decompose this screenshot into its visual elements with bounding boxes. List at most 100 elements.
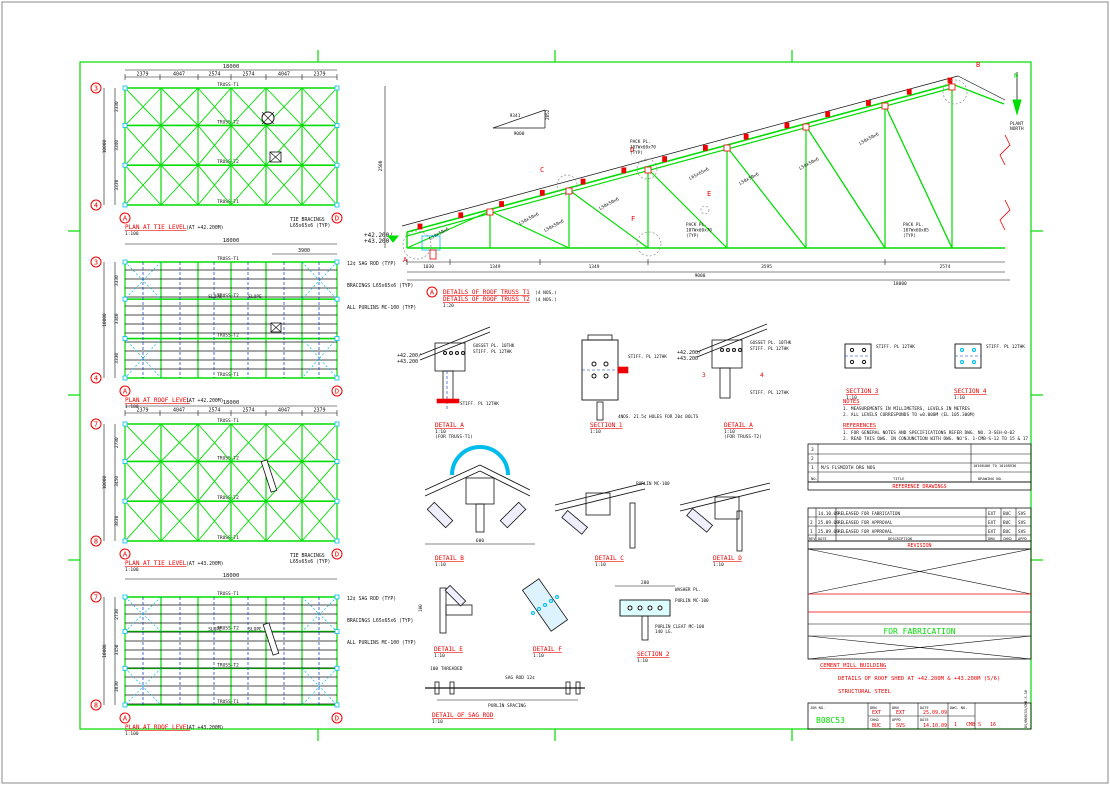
date-label: DATE [920,706,929,710]
dim-row: 3330 [114,353,120,364]
job-label: JOB NO. [810,706,825,710]
bracing [301,668,338,706]
bracing [197,461,232,502]
purlin-cleat [866,100,871,106]
truss-label: TRUSS-T1 [217,591,239,597]
pack-note: (TYP) [630,150,643,156]
bracing [301,125,338,166]
note: PURLIN MC-100 [675,598,709,604]
bracing [301,87,338,126]
purlin-cleat [784,122,790,129]
brace [499,501,527,529]
column-marker [334,665,340,671]
dwg-part: 16 [990,722,996,728]
cross [807,635,1032,660]
elev-label: +43.200 [364,238,390,245]
bracing [124,596,162,632]
ref-item: 1. FOR GENERAL NOTES AND SPECIFICATIONS … [843,430,1015,436]
nut [434,681,440,695]
bracing [124,261,162,300]
dim-row: 3830 [114,515,120,526]
dim-row: 3450 [114,644,120,655]
detail-scale: 1:10 [954,395,965,401]
truss-diagonal [805,125,886,249]
truss-label: TRUSS-T2 [217,626,239,632]
refs-heading: REFERENCES [843,423,876,429]
note: GUSSET PL. 10THK [750,340,792,346]
bracing [160,423,199,462]
dim-total: 18000 [893,281,907,287]
bracing [124,125,162,166]
dim-span: 4047 [173,408,185,414]
column-marker [122,459,128,464]
purlin-cleat [621,167,627,174]
grid-bubble [90,199,102,211]
note-item: 1. MEASUREMENTS IN MILLIMETERS, LEVELS I… [843,406,970,412]
grid-label: A [430,289,435,297]
dim-bottom: 1030 [423,264,434,270]
cross [807,548,1032,595]
plan-title: PLAN AT ROOF LEVEL [125,724,190,731]
dim-overall: 10000 [102,313,108,327]
gusset [723,144,731,152]
dim-overall: 10000 [102,475,108,489]
note: GUSSET PL. 10THK [473,343,515,349]
grid-bubble [119,712,131,724]
dim-total: 18000 [223,64,240,70]
plan-note: TIE BRACINGS [290,553,325,559]
roof-sheet [401,75,959,227]
rev-head: REV [809,537,816,541]
grid-bubble [119,212,131,224]
bracing [197,500,232,542]
grid-label: D [335,715,339,723]
bracing [230,423,267,462]
grid-label: 8 [94,538,98,546]
purlin-cleat [499,201,504,207]
elev-label: +43.200 [397,359,418,365]
plan-suffix: (AT +42.200M) [186,398,224,404]
stem [641,615,649,641]
plan-p4: 18000TRUSS-T1TRUSS-T2TRUSS-T2TRUSS-T1SLO… [90,573,416,737]
pack-note: PACK PL. [630,139,651,145]
dim-bottom: 1349 [589,264,600,270]
dim-span: 2574 [208,408,220,414]
grid-bubble [331,548,343,560]
weld [617,366,629,374]
detail-title: SECTION 3 [846,388,879,395]
brace [426,501,454,529]
stem [596,401,604,421]
detail-title: SECTION 4 [954,388,987,395]
dim-span: 2574 [242,72,254,78]
gusset [948,83,956,91]
grid-bubble [90,82,102,94]
detail-circle [636,231,662,257]
ridge-cap [450,445,510,476]
column-marker [122,538,128,544]
plan-scale: 1:100 [125,567,139,573]
drn-label: DRN [892,706,899,710]
rev-drn: EXT [988,511,996,517]
grid-bubble [90,591,102,603]
roof-sheet [957,75,1006,101]
detail-title: DETAIL D [713,555,742,562]
detail-title: DETAIL E [434,646,463,653]
dim-rise: 2500 [378,160,384,171]
skylight-symbol [260,459,278,493]
gusset-plate [714,496,740,520]
grid-label: 7 [94,421,98,429]
truss-label: TRUSS-T2 [217,333,239,339]
purlin-cleat [825,111,831,118]
bolt [637,605,643,611]
detail-title: DETAIL A [724,422,753,429]
truss-diagonal [568,189,649,249]
truss-scale: 1:20 [443,303,454,309]
bolt [647,605,653,611]
plan-title: PLAN AT ROOF LEVEL [125,397,190,404]
rev-chkd: BUC [1003,529,1011,535]
detail-scale: 1:10 [435,429,446,435]
drn-value: EXT [872,710,881,716]
note: STIFF. PL 12THK [628,354,667,360]
detail-callout: E [707,190,711,198]
section-mark: 3 [702,372,706,379]
